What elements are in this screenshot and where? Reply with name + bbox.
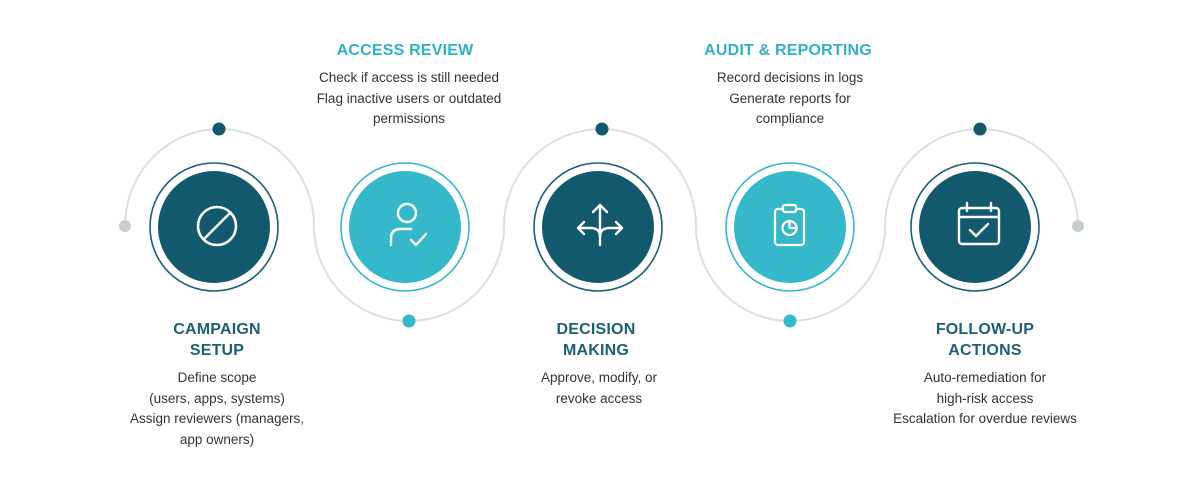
desc-line: Define scope bbox=[177, 370, 257, 385]
split-arrows-icon bbox=[576, 203, 624, 247]
track-arc-2 bbox=[218, 128, 315, 227]
step-desc-campaign-setup: Define scope (users, apps, systems) Assi… bbox=[97, 368, 337, 450]
desc-line: Generate reports for bbox=[729, 90, 851, 106]
track-arc-6 bbox=[601, 128, 697, 227]
step-title-follow-up-actions: FOLLOW-UP ACTIONS bbox=[865, 319, 1105, 361]
desc-line: Escalation for overdue reviews bbox=[893, 411, 1077, 426]
node-fill bbox=[542, 171, 654, 283]
step-node-campaign-setup bbox=[149, 162, 279, 292]
title-line: AUDIT & REPORTING bbox=[704, 42, 872, 59]
step-title-audit-reporting: AUDIT & REPORTING bbox=[668, 40, 908, 61]
title-line: SETUP bbox=[189, 342, 245, 359]
desc-line: revoke access bbox=[555, 390, 643, 406]
connector-track bbox=[124, 128, 1079, 322]
desc-line: Record decisions in logs bbox=[716, 70, 864, 85]
desc-line: (users, apps, systems) bbox=[149, 390, 285, 406]
end-dot-left bbox=[119, 220, 131, 232]
title-line: ACCESS REVIEW bbox=[336, 42, 474, 59]
title-line: ACTIONS bbox=[948, 342, 1022, 359]
clipboard-chart-icon bbox=[773, 203, 806, 247]
track-arc-5 bbox=[503, 128, 603, 227]
dot-top-5 bbox=[973, 122, 987, 136]
step-title-access-review: ACCESS REVIEW bbox=[285, 40, 525, 61]
step-node-follow-up-actions bbox=[910, 162, 1040, 292]
title-line: FOLLOW-UP bbox=[935, 321, 1035, 338]
step-node-decision-making bbox=[533, 162, 663, 292]
step-title-decision-making: DECISION MAKING bbox=[476, 319, 716, 361]
calendar-check-icon bbox=[957, 201, 1001, 246]
title-line: CAMPAIGN bbox=[173, 321, 261, 338]
user-check-icon bbox=[389, 202, 428, 247]
step-desc-decision-making: Approve, modify, or revoke access bbox=[479, 368, 719, 409]
dot-bottom-2 bbox=[402, 314, 416, 328]
desc-line: permissions bbox=[372, 111, 446, 126]
track-arc-4 bbox=[408, 225, 505, 322]
dot-bottom-4 bbox=[783, 314, 797, 328]
track-arc-8 bbox=[789, 225, 886, 322]
desc-line: Auto-remediation for bbox=[923, 370, 1047, 385]
desc-line: compliance bbox=[755, 111, 825, 126]
title-line: MAKING bbox=[562, 342, 630, 359]
desc-line: Approve, modify, or bbox=[540, 370, 658, 385]
node-fill bbox=[349, 171, 461, 283]
track-arc-9 bbox=[884, 128, 981, 227]
step-desc-access-review: Check if access is still needed Flag ina… bbox=[289, 68, 529, 130]
prohibit-icon bbox=[196, 205, 238, 247]
track-arc-10 bbox=[979, 128, 1079, 227]
track-arc-1 bbox=[124, 128, 220, 227]
step-desc-audit-reporting: Record decisions in logs Generate report… bbox=[670, 68, 910, 130]
title-line: DECISION bbox=[556, 321, 636, 338]
desc-line: high-risk access bbox=[936, 390, 1034, 406]
desc-line: Check if access is still needed bbox=[318, 70, 500, 85]
end-dot-right bbox=[1072, 220, 1084, 232]
track-arc-7 bbox=[695, 225, 791, 322]
step-desc-follow-up-actions: Auto-remediation for high-risk access Es… bbox=[865, 368, 1105, 430]
track-arc-3 bbox=[313, 225, 410, 322]
desc-line: Assign reviewers (managers, bbox=[129, 411, 305, 426]
desc-line: app owners) bbox=[179, 431, 255, 447]
step-title-campaign-setup: CAMPAIGN SETUP bbox=[97, 319, 337, 361]
node-fill bbox=[919, 171, 1031, 283]
step-node-access-review bbox=[340, 162, 470, 292]
node-fill bbox=[158, 171, 270, 283]
dot-top-1 bbox=[212, 122, 226, 136]
desc-line: Flag inactive users or outdated bbox=[316, 90, 502, 106]
step-node-audit-reporting bbox=[725, 162, 855, 292]
dot-top-3 bbox=[595, 122, 609, 136]
